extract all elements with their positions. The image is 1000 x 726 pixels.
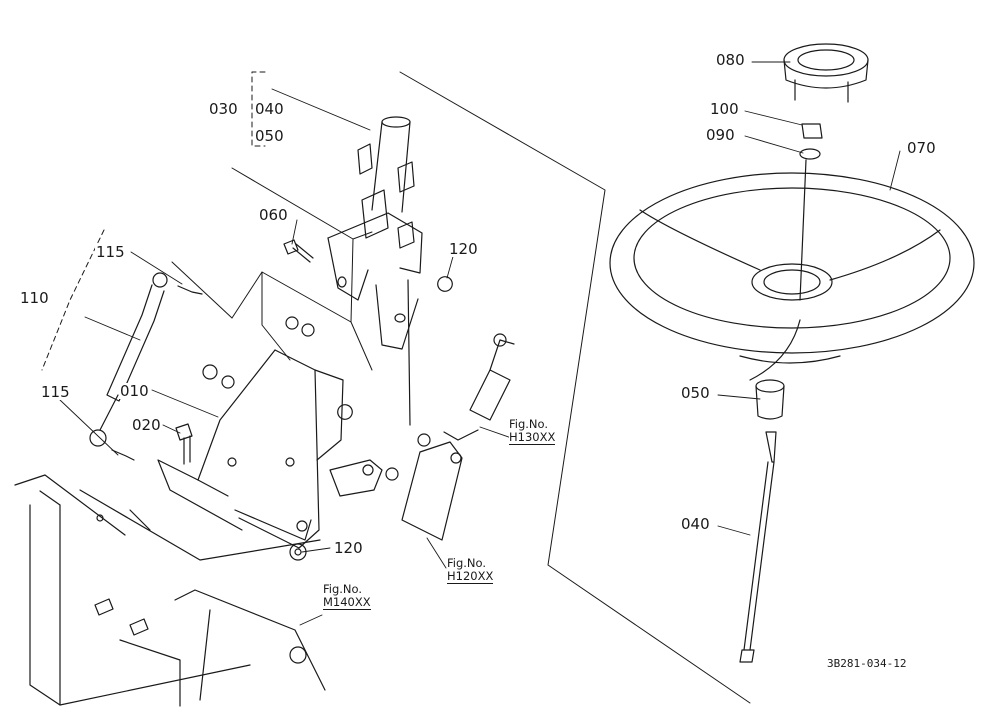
figure-reference-prefix: Fig.No. (447, 556, 487, 570)
callout-120-top: 120 (448, 240, 479, 258)
callout-040-top: 040 (254, 100, 285, 118)
callout-110: 110 (19, 289, 50, 307)
leader-lines (59, 61, 901, 626)
nut-120-lower (289, 543, 307, 561)
callout-040-right: 040 (680, 515, 711, 533)
callout-080: 080 (715, 51, 746, 69)
chassis-frame (14, 474, 326, 707)
drawing-number: 3B281-034-12 (827, 657, 907, 670)
callout-115-top: 115 (95, 243, 126, 261)
bushing-050 (755, 379, 785, 420)
steering-wheel (609, 159, 975, 381)
callout-090: 090 (705, 126, 736, 144)
steering-column-upper (327, 116, 423, 426)
figure-reference-h130[interactable]: Fig.No. H130XX (509, 417, 556, 445)
callout-060: 060 (258, 206, 289, 224)
bolt-020 (175, 423, 193, 465)
gas-strut (89, 272, 203, 461)
steering-shaft (739, 431, 777, 663)
horn-button (783, 43, 869, 103)
washer-090 (799, 148, 821, 160)
callout-120-bottom: 120 (333, 539, 364, 557)
figure-reference-m140[interactable]: Fig.No. M140XX (323, 583, 371, 610)
callout-030: 030 (208, 100, 239, 118)
callout-100: 100 (709, 100, 740, 118)
figure-reference-h120[interactable]: Fig.No. H120XX (447, 556, 494, 584)
mounting-bracket (157, 349, 344, 549)
callout-010: 010 (119, 382, 150, 400)
assembly-boundary-lines (171, 71, 751, 704)
callout-050-top: 050 (254, 127, 285, 145)
callout-050-right: 050 (680, 384, 711, 402)
callout-115-bottom: 115 (40, 383, 71, 401)
figure-reference-code: H120XX (447, 569, 494, 584)
nut-100 (801, 123, 823, 139)
callout-020: 020 (131, 416, 162, 434)
figure-reference-code: H130XX (509, 430, 556, 445)
group-brackets (41, 71, 266, 371)
figure-reference-code: M140XX (323, 595, 371, 610)
figure-reference-prefix: Fig.No. (509, 417, 549, 431)
figure-reference-prefix: Fig.No. (323, 582, 363, 596)
linkage-plates (329, 333, 515, 541)
upper-fasteners (202, 239, 453, 420)
callout-070: 070 (906, 139, 937, 157)
